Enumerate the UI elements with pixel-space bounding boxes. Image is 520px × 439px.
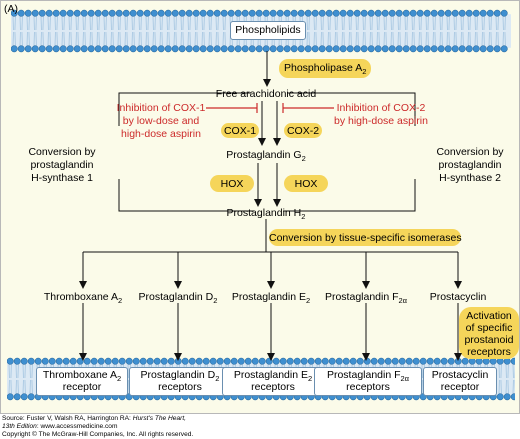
source-line: Source: Fuster V, Walsh RA, Harrington R…: [2, 415, 186, 423]
conv2-line-3: H-synthase 2: [439, 172, 501, 184]
source-prefix: Source: Fuster V, Walsh RA, Harrington R…: [2, 415, 133, 422]
product-5-main: Prostacyclin: [429, 291, 487, 303]
receptor-2-l2: receptors: [158, 381, 202, 393]
receptor-prostaglandin-f2a: Prostaglandin F2α receptors: [314, 367, 422, 396]
pgg2-main: Prostaglandin G: [226, 149, 302, 161]
pgh2-sub: 2: [301, 212, 306, 222]
phospholipase-label: Phospholipase A2: [284, 62, 366, 78]
conv2-line-1: Conversion by: [436, 146, 504, 158]
receptor-1-sub: 2: [116, 374, 122, 384]
pgh2-label: Prostaglandin H2: [201, 207, 331, 223]
product-1-main: Thromboxane A: [43, 291, 118, 303]
phospholipase-main: Phospholipase A: [284, 62, 363, 74]
inhibit-cox1-line-1: Inhibition of COX-1: [116, 102, 206, 114]
receptor-4-main: Prostaglandin F: [326, 369, 401, 381]
pgh2-main: Prostaglandin H: [226, 207, 302, 219]
inhibit-cox2-line-1: Inhibition of COX-2: [336, 102, 426, 114]
receptor-4-l1: Prostaglandin F2α: [315, 369, 421, 385]
receptor-3-sub: 2: [307, 374, 313, 384]
edition: 13th Edition: [2, 423, 37, 430]
cox2-label: COX-2: [286, 125, 320, 137]
conv2-line-2: prostaglandin: [438, 159, 502, 171]
inhibit-cox1-line-2: by low-dose and: [122, 115, 200, 127]
product-prostacyclin: Prostacyclin: [421, 291, 495, 303]
isomerases-highlight: [269, 229, 461, 246]
pathway-arrows: [79, 51, 462, 361]
phospholipase-highlight: [279, 59, 371, 78]
receptor-2-sub: 2: [215, 374, 220, 384]
inhibit-cox2-line-2: by high-dose aspirin: [334, 115, 428, 127]
activation-line-4: receptors: [467, 346, 511, 358]
conv1-line-3: H-synthase 1: [31, 172, 93, 184]
activation-line-3: prostanoid: [464, 334, 514, 346]
bracket-right-lower: [283, 179, 416, 212]
source-url: : www.accessmedicine.com: [36, 423, 118, 430]
receptor-2-l1: Prostaglandin D2: [130, 369, 230, 385]
phospholipids-label: Phospholipids: [235, 24, 301, 36]
activation-line-2: of specific: [465, 322, 513, 334]
phospholipids-box: Phospholipids: [230, 21, 306, 40]
activation-line-1: Activation: [466, 310, 512, 322]
cox1-label: COX-1: [223, 125, 257, 137]
product-4-sub: 2α: [398, 296, 408, 306]
cox1-highlight: [221, 123, 259, 138]
product-prostaglandin-d2: Prostaglandin D2: [126, 291, 230, 307]
hox-right-label: HOX: [294, 178, 318, 190]
receptor-1-l1: Thromboxane A2: [37, 369, 127, 385]
phospholipase-sub: 2: [362, 67, 367, 77]
free-aa-label: Free arachidonic acid: [215, 88, 317, 100]
conv1-line-1: Conversion by: [28, 146, 96, 158]
pathway-diagram: Phospholipids: [0, 0, 520, 414]
product-1-sub: 2: [117, 296, 123, 306]
receptor-prostacyclin: Prostacyclin receptor: [423, 367, 497, 396]
isomerases-label: Conversion by tissue-specific isomerases: [269, 232, 462, 244]
edition-line: 13th Edition: www.accessmedicine.com: [2, 423, 117, 431]
copyright-line: Copyright © The McGraw-Hill Companies, I…: [2, 431, 194, 438]
product-prostaglandin-f2a: Prostaglandin F2α: [311, 291, 421, 307]
receptor-3-main: Prostaglandin E: [233, 369, 308, 381]
receptor-1-main: Thromboxane A: [42, 369, 117, 381]
hox-right-highlight: [284, 175, 328, 192]
source-title: Hurst's The Heart,: [132, 415, 186, 422]
bracket-left-lower: [118, 179, 254, 212]
hox-left-label: HOX: [220, 178, 244, 190]
product-2-sub: 2: [213, 296, 218, 306]
receptor-prostaglandin-e2: Prostaglandin E2 receptors: [222, 367, 324, 396]
source-footer: Source: Fuster V, Walsh RA, Harrington R…: [0, 415, 520, 439]
receptor-5-l1: Prostacyclin: [424, 369, 496, 381]
receptor-prostaglandin-d2: Prostaglandin D2 receptors: [129, 367, 231, 396]
inhibit-cox1-line-3: high-dose aspirin: [121, 128, 201, 140]
receptor-4-sub: 2α: [400, 374, 410, 384]
receptor-2-main: Prostaglandin D: [140, 369, 216, 381]
pgg2-label: Prostaglandin G2: [201, 149, 331, 165]
conv1-line-2: prostaglandin: [30, 159, 94, 171]
bracket-right: [287, 92, 416, 126]
product-prostaglandin-e2: Prostaglandin E2: [219, 291, 323, 307]
hox-left-highlight: [210, 175, 254, 192]
receptor-thromboxane-a2: Thromboxane A2 receptor: [36, 367, 128, 396]
product-2-main: Prostaglandin D: [138, 291, 214, 303]
receptor-3-l2: receptors: [251, 381, 295, 393]
receptor-5-main: Prostacyclin: [431, 369, 489, 381]
receptor-3-l1: Prostaglandin E2: [223, 369, 323, 385]
product-3-main: Prostaglandin E: [231, 291, 306, 303]
pgg2-sub: 2: [301, 154, 306, 164]
activation-highlight: [459, 307, 519, 359]
receptor-5-l2: receptor: [440, 381, 480, 393]
product-thromboxane-a2: Thromboxane A2: [33, 291, 133, 307]
product-3-sub: 2: [305, 296, 311, 306]
bracket-left: [118, 92, 251, 126]
panel-label: (A): [4, 3, 18, 15]
receptor-1-l2: receptor: [62, 381, 102, 393]
cox2-highlight: [284, 123, 322, 138]
product-4-main: Prostaglandin F: [324, 291, 399, 303]
receptor-4-l2: receptors: [346, 381, 390, 393]
